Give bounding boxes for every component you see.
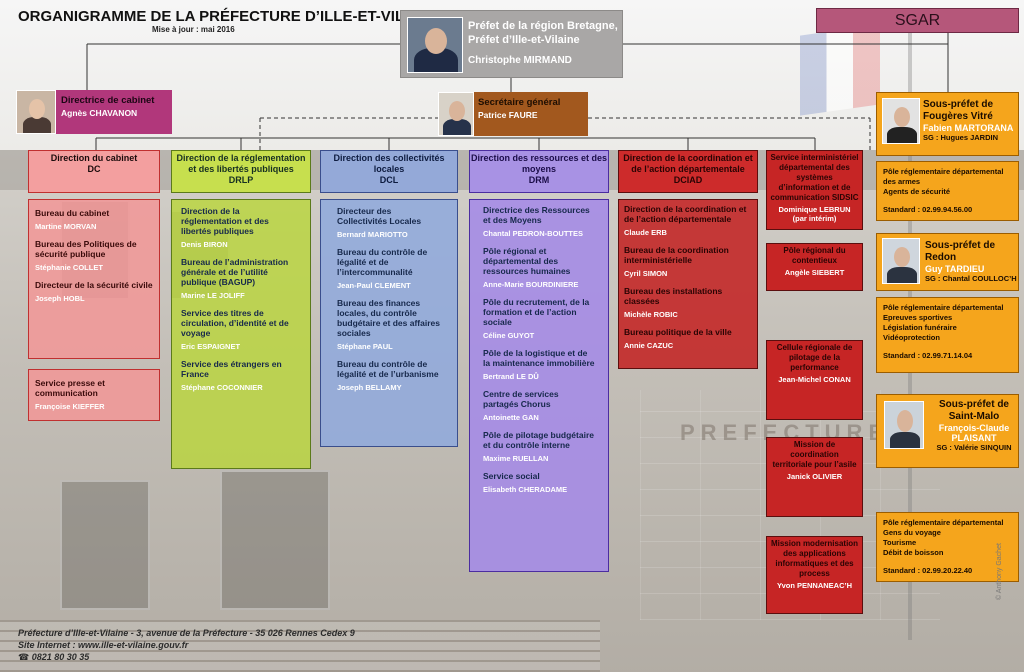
list-item: Direction de la coordination et de l’act…: [624, 204, 747, 224]
list-item: Directrice des Ressources et des Moyens: [483, 205, 590, 225]
service-asile: Mission de coordination territoriale pou…: [766, 437, 863, 517]
direction-drlp-header: Direction de la réglementation et des li…: [171, 150, 311, 193]
list-item: Centre de services partagés Chorus: [483, 389, 559, 409]
sous-prefet-photo: [882, 98, 920, 144]
cabinet-box: Directrice de cabinet Agnès CHAVANON: [16, 90, 172, 134]
service-contentieux: Pôle régional du contentieux Angèle SIEB…: [766, 243, 863, 291]
list-item: Direction de la réglementation et des li…: [181, 206, 269, 236]
list-item: Pôle du recrutement, de la formation et …: [483, 297, 590, 327]
sous-prefet-fougeres-poles: Pôle réglementaire départemental des arm…: [876, 161, 1019, 221]
list-item: Bureau du cabinet: [35, 208, 110, 218]
direction-drlp-content: Direction de la réglementation et des li…: [171, 199, 311, 469]
list-item: Bureau des Politiques de sécurité publiq…: [35, 239, 137, 259]
sous-prefet-fougeres: Sous-préfet de Fougères Vitré Fabien MAR…: [876, 92, 1019, 156]
list-item: Bureau du contrôle de légalité et de l’i…: [337, 247, 428, 277]
sous-prefet-redon: Sous-préfet de Redon Guy TARDIEU SG : Ch…: [876, 233, 1019, 291]
cabinet-photo: [16, 90, 56, 134]
direction-dciad-content: Direction de la coordination et de l’act…: [618, 199, 758, 369]
prefet-title: Préfet de la région Bretagne, Préfet d’I…: [468, 20, 618, 46]
list-item: Bureau du contrôle de légalité et de l’u…: [337, 359, 439, 379]
list-item: Bureau de l’administration générale et d…: [181, 257, 289, 287]
service-performance: Cellule régionale de pilotage de la perf…: [766, 340, 863, 420]
footer-site[interactable]: Site Internet : www.ille-et-vilaine.gouv…: [18, 640, 189, 650]
list-item: Bureau des finances locales, du contrôle…: [337, 298, 440, 338]
list-item: Pôle régional et départemental des resso…: [483, 246, 571, 276]
list-item: Directeur des Collectivités Locales: [337, 206, 422, 226]
direction-dc-content: Bureau du cabinet Martine MORVAN Bureau …: [28, 199, 160, 359]
update-date: Mise à jour : mai 2016: [152, 25, 235, 34]
secretaire-name: Patrice FAURE: [478, 110, 538, 120]
list-item: Service des étrangers en France: [181, 359, 282, 379]
list-item: Service des titres de circulation, d’ide…: [181, 308, 289, 338]
direction-dcl-header: Direction des collectivités locales DCL: [320, 150, 458, 193]
direction-dc-header: Direction du cabinet DC: [28, 150, 160, 193]
sous-prefet-saint-malo: Sous-préfet de Saint-Malo François-Claud…: [876, 394, 1019, 468]
cabinet-name: Agnès CHAVANON: [61, 108, 138, 118]
sous-prefet-photo: [882, 238, 920, 284]
sous-prefet-photo: [884, 401, 924, 449]
page-title: ORGANIGRAMME DE LA PRÉFECTURE D’ILLE-ET-…: [18, 8, 440, 25]
footer: Préfecture d’Ille-et-Vilaine - 3, avenue…: [18, 627, 355, 663]
list-item: Directeur de la sécurité civile: [35, 280, 153, 290]
secretaire-title: Secrétaire général: [478, 97, 561, 108]
direction-drm-content: Directrice des Ressources et des Moyens …: [469, 199, 609, 572]
building-steps: [0, 620, 600, 672]
sgar-box: SGAR: [816, 8, 1019, 33]
direction-dcl-content: Directeur des Collectivités Locales Bern…: [320, 199, 458, 447]
phone-icon: ☎: [18, 652, 30, 662]
list-item: Bureau des installations classées: [624, 286, 723, 306]
secretaire-photo: [438, 92, 474, 136]
service-sidsic: Service interministériel départemental d…: [766, 150, 863, 230]
sous-prefet-saint-malo-poles: Pôle réglementaire départemental Gens du…: [876, 512, 1019, 582]
list-item: Service social: [483, 471, 540, 481]
footer-address: Préfecture d’Ille-et-Vilaine - 3, avenue…: [18, 628, 355, 638]
direction-drm-header: Direction des ressources et des moyens D…: [469, 150, 609, 193]
prefet-name: Christophe MIRMAND: [468, 55, 572, 66]
secretaire-box: Secrétaire général Patrice FAURE: [438, 92, 588, 136]
cabinet-title: Directrice de cabinet: [61, 95, 155, 106]
list-item: Pôle de la logistique et de la maintenan…: [483, 348, 595, 368]
prefet-photo: [407, 17, 463, 73]
footer-phone: ☎ 0821 80 30 35: [18, 652, 90, 662]
list-item: Bureau politique de la ville: [624, 327, 732, 337]
sous-prefet-redon-poles: Pôle réglementaire départemental Epreuve…: [876, 297, 1019, 373]
list-item: Pôle de pilotage budgétaire et du contrô…: [483, 430, 594, 450]
service-modernisation: Mission modernisation des applications i…: [766, 536, 863, 614]
direction-dciad-header: Direction de la coordination et de l’act…: [618, 150, 758, 193]
list-item: Bureau de la coordination interministéri…: [624, 245, 729, 265]
prefet-box: Préfet de la région Bretagne, Préfet d’I…: [400, 10, 623, 78]
photo-credit: © Anthony Gachet: [996, 543, 1003, 600]
service-presse-box: Service presse et communication François…: [28, 369, 160, 421]
